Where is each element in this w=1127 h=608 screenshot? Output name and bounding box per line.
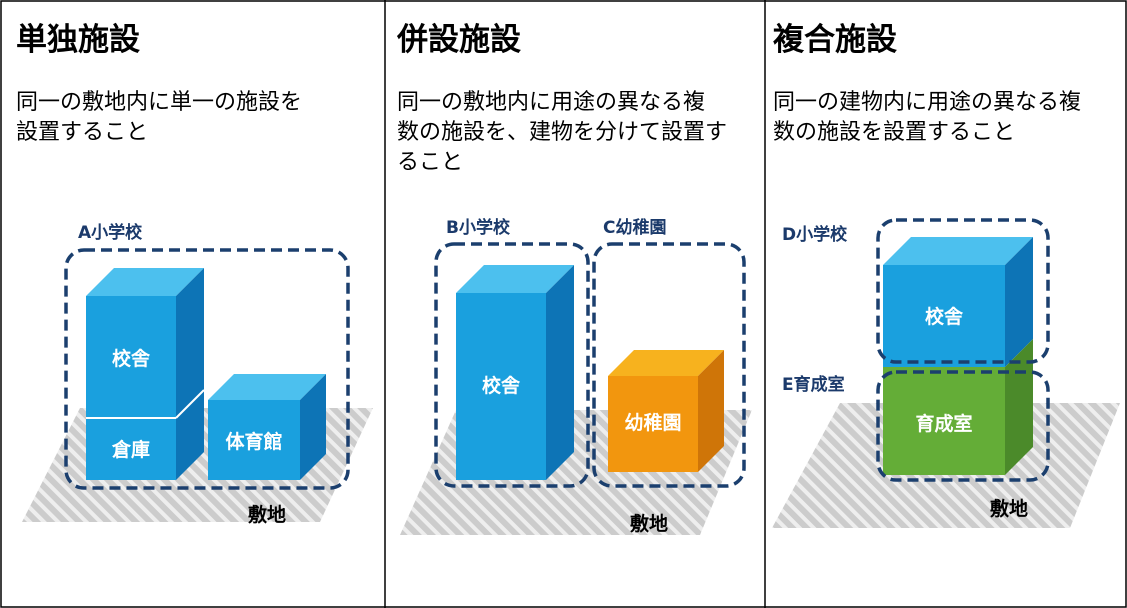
building-side — [300, 374, 326, 480]
panel-2-title: 併設施設 — [397, 22, 521, 58]
group-label: D小学校 — [782, 224, 848, 245]
building-front — [456, 293, 546, 480]
building-top — [86, 268, 204, 296]
building-front — [883, 367, 1005, 475]
building-label-gym: 体育館 — [225, 430, 282, 453]
kindergarten-boundary — [592, 242, 746, 488]
panel-1-description: 同一の敷地内に単一の施設を 設置すること — [16, 88, 302, 148]
description-line: 設置すること — [16, 120, 149, 145]
building-top — [456, 265, 574, 293]
group-label: E育成室 — [782, 374, 845, 395]
description-line: ること — [397, 150, 464, 175]
school-boundary — [434, 242, 590, 488]
description-line: 同一の敷地内に用途の異なる複 — [397, 90, 706, 115]
panel-3-title: 複合施設 — [773, 22, 897, 58]
building-top — [883, 237, 1033, 265]
building-front — [608, 376, 698, 472]
building-side — [546, 265, 574, 480]
description-line: 同一の建物内に用途の異なる複 — [773, 90, 1082, 115]
building-label-storage: 倉庫 — [111, 438, 150, 461]
panel-2-diagram: 校舎 幼稚園 B小学校 C幼稚園 敷地 — [400, 217, 752, 535]
building-label-school: 校舎 — [482, 374, 521, 397]
afterschool-boundary — [876, 370, 1050, 482]
building-label-kindergarten: 幼稚園 — [624, 411, 681, 434]
building-side — [1005, 237, 1033, 367]
group-label: C幼稚園 — [603, 217, 666, 238]
description-line: 同一の敷地内に単一の施設を — [16, 90, 303, 115]
panel-1-title: 単独施設 — [16, 22, 140, 58]
site-label: 敷地 — [990, 497, 1028, 520]
site-label: 敷地 — [630, 512, 668, 535]
panel-1-diagram: 校舎 倉庫 体育館 A小学校 敷地 — [22, 222, 373, 526]
building-label-school: 校舎 — [925, 305, 964, 328]
site-label: 敷地 — [248, 503, 286, 526]
description-line: 数の施設を、建物を分けて設置す — [397, 120, 728, 145]
panel-2-description: 同一の敷地内に用途の異なる複 数の施設を、建物を分けて設置す ること — [397, 88, 727, 178]
panel-3-description: 同一の建物内に用途の異なる複 数の施設を設置すること — [773, 88, 1081, 148]
group-label: B小学校 — [446, 217, 511, 238]
building-label-afterschool: 育成室 — [915, 412, 972, 435]
panel-3-diagram: 校舎 育成室 D小学校 E育成室 敷地 — [772, 218, 1120, 528]
building-side — [176, 268, 204, 480]
building-side — [698, 350, 724, 472]
school-boundary — [876, 218, 1050, 364]
building-front — [883, 265, 1005, 367]
building-top — [208, 374, 326, 400]
group-label: A小学校 — [78, 222, 143, 243]
building-front — [208, 400, 300, 480]
school-boundary — [64, 248, 350, 490]
floor-divider-side — [175, 389, 205, 419]
building-top — [608, 350, 724, 376]
description-line: 数の施設を設置すること — [773, 120, 1016, 145]
building-front — [86, 296, 176, 480]
building-label-school: 校舎 — [112, 347, 151, 370]
